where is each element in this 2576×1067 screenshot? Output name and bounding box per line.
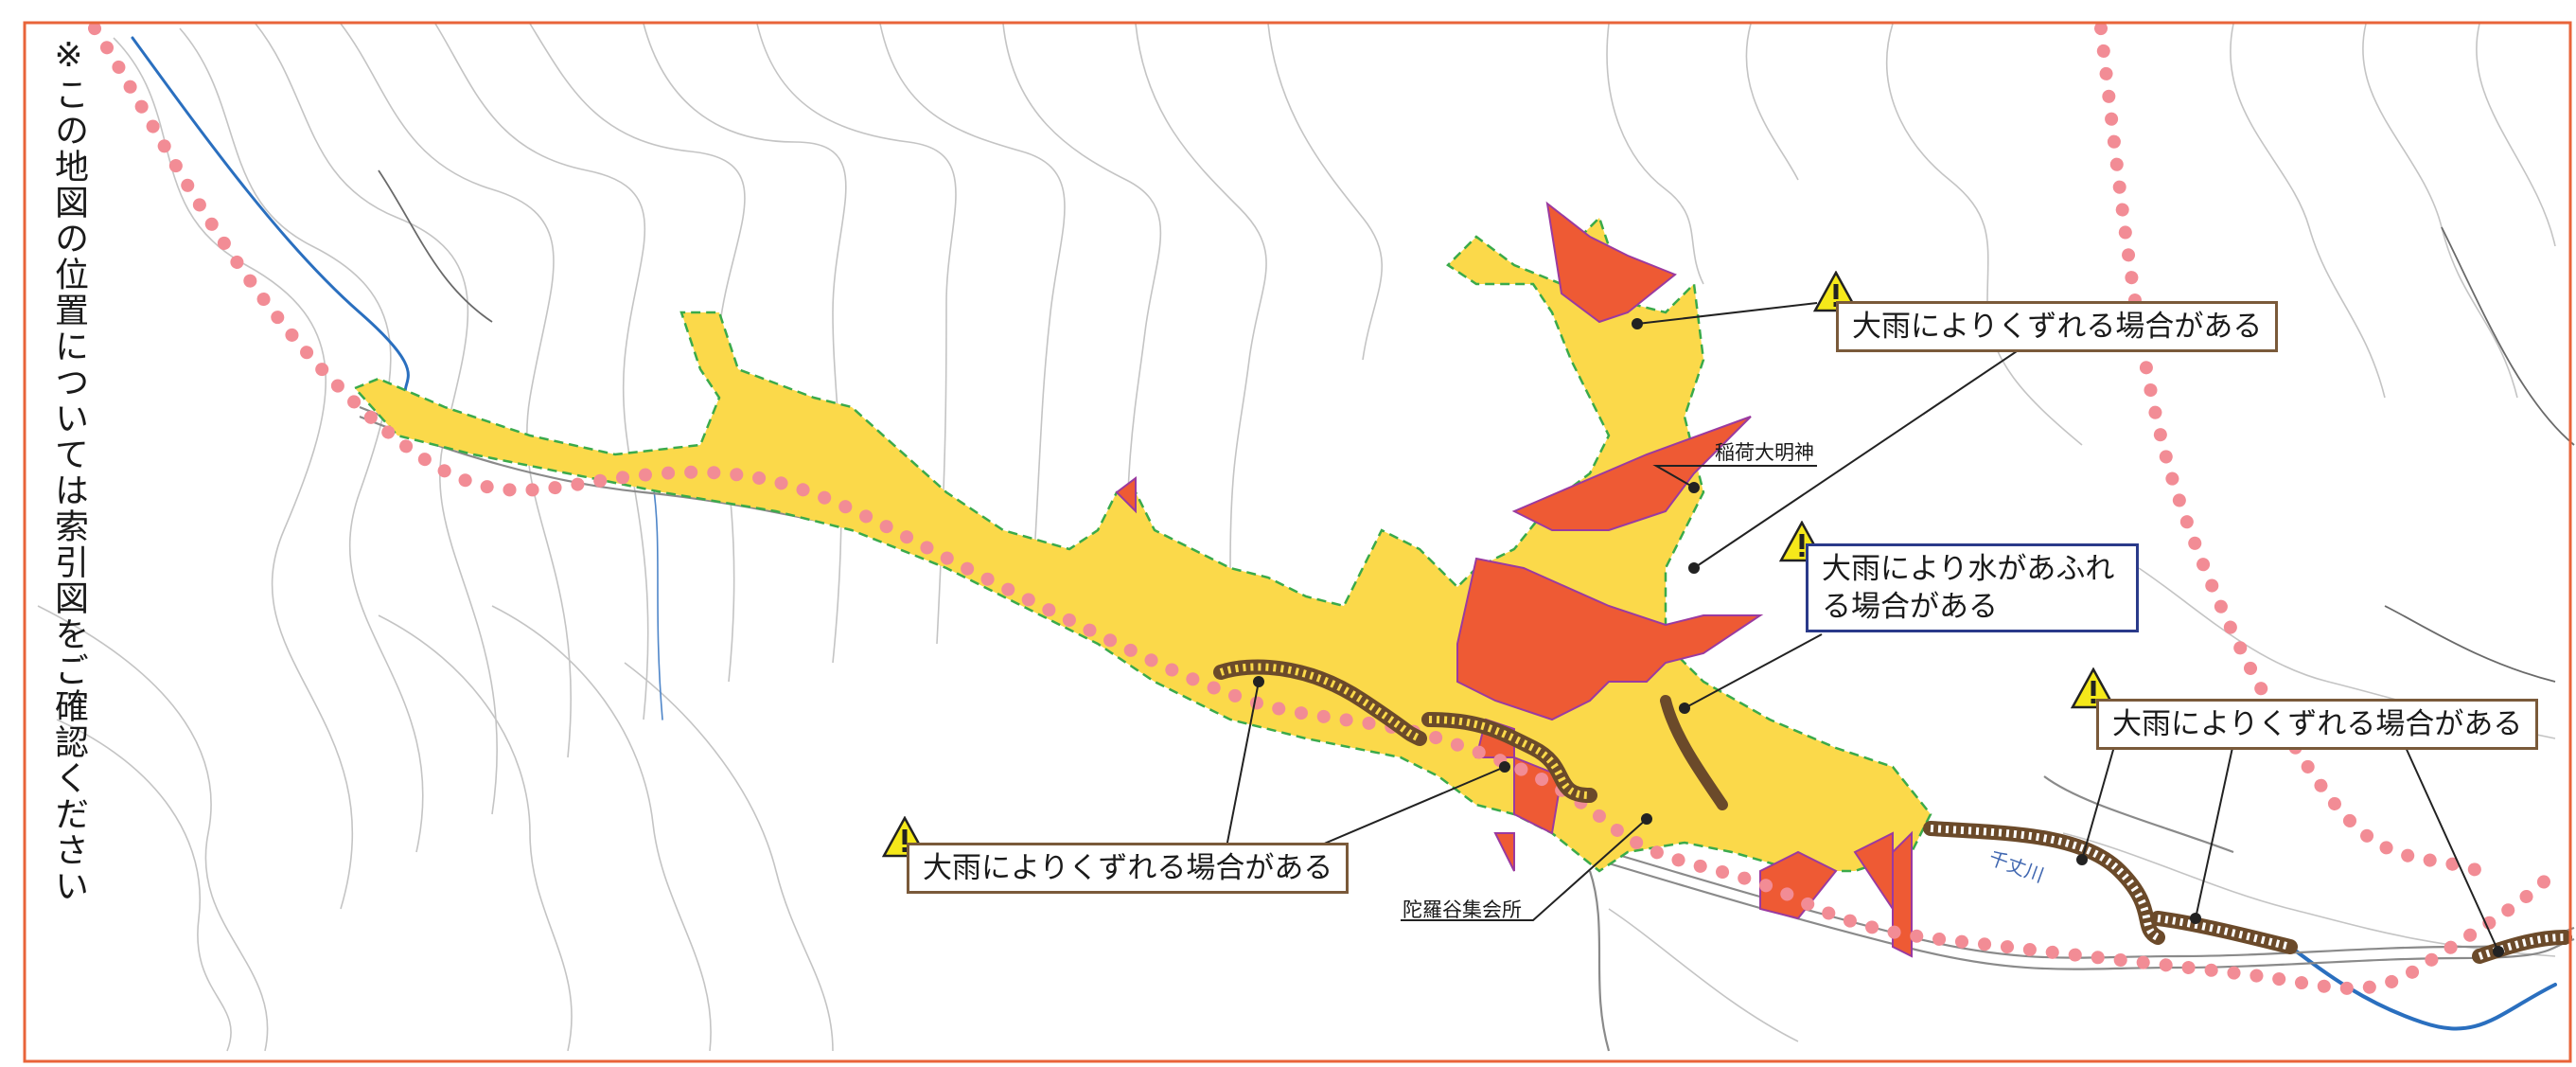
ridge-lines <box>378 169 2575 683</box>
map-location-note: ※この地図の位置については索引図をご確認ください <box>49 36 88 904</box>
leader-lines <box>1225 302 2504 957</box>
community-hall-label: 陀羅谷集会所 <box>1403 898 1522 921</box>
map-frame <box>23 21 2572 1063</box>
contour-lines <box>37 23 2556 1052</box>
shrine-label: 稲荷大明神 <box>1715 441 1814 464</box>
slope-hatch <box>1213 659 2572 964</box>
landslide-warning-callout-2: 大雨によりくずれる場合がある <box>907 843 1350 894</box>
warning-triangle-icon <box>2071 667 2116 709</box>
district-boundary <box>88 22 2562 995</box>
hazard-zone-red <box>1115 201 1913 958</box>
flood-warning-callout: 大雨により水があふれる場合がある <box>1806 543 2139 632</box>
landslide-warning-callout-3: 大雨によりくずれる場合がある <box>2096 699 2539 750</box>
landslide-warning-callout-1: 大雨によりくずれる場合がある <box>1836 301 2279 352</box>
hazard-zone-yellow <box>352 215 1932 873</box>
